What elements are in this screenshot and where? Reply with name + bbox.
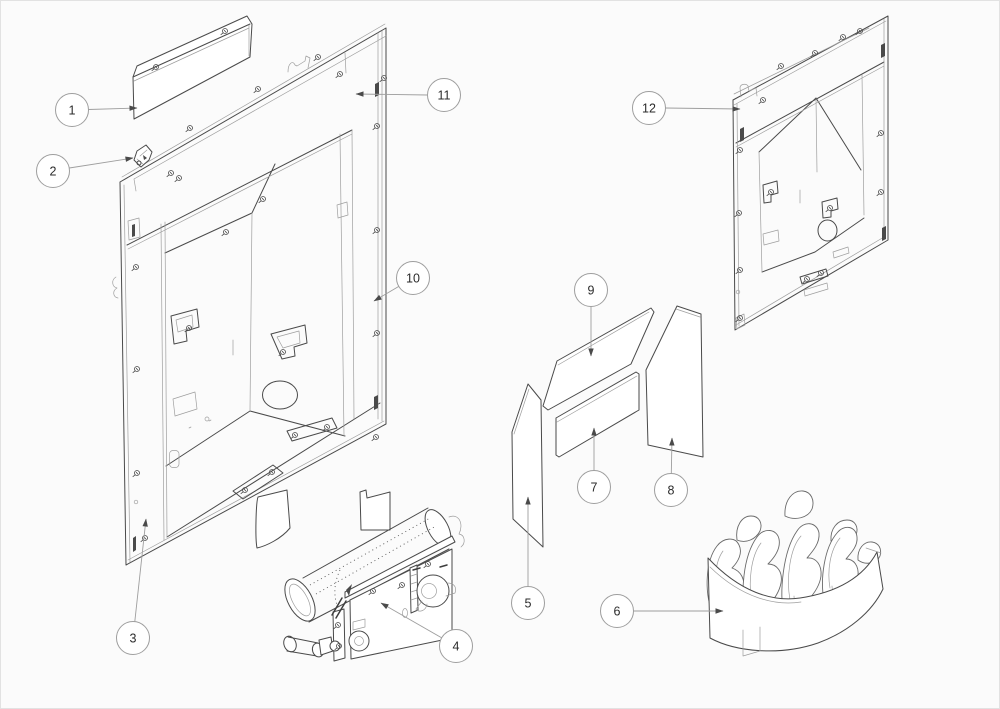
callout-number: 9 — [588, 283, 595, 297]
callout-number: 5 — [525, 596, 532, 610]
callouts: 1 2 3 4 5 6 7 — [36, 78, 741, 663]
callout-circle — [55, 93, 89, 127]
burner-assembly-drawing — [255, 489, 465, 662]
callout-number: 10 — [406, 271, 420, 285]
callout-10: 10 — [373, 261, 430, 302]
callout-number: 3 — [130, 631, 137, 645]
callout-circle — [36, 154, 70, 188]
floor-bracket-left — [232, 464, 284, 500]
corner-clip-drawing — [133, 144, 153, 168]
floor-bracket-right — [286, 417, 338, 442]
coal-base — [707, 551, 884, 652]
callout-circle — [439, 629, 473, 663]
liner-panel-upper-drawing — [542, 307, 655, 411]
callout-circle — [396, 261, 430, 295]
top-bracket-drawing — [132, 15, 253, 120]
callout-11: 11 — [355, 78, 461, 112]
callout-6: 6 — [600, 594, 724, 628]
leader-line — [69, 156, 134, 169]
callout-circle — [511, 586, 545, 620]
flue-hole — [817, 219, 838, 242]
callout-circle — [574, 273, 608, 307]
leader-line — [380, 602, 443, 639]
leader-line — [665, 106, 741, 112]
valve-knob — [348, 630, 370, 652]
callout-12: 12 — [632, 91, 741, 125]
rail-hook-slot — [287, 55, 311, 73]
front-rail — [344, 535, 456, 599]
callout-circle — [654, 473, 688, 507]
callout-number: 12 — [642, 101, 656, 115]
panel-clip-left — [170, 308, 200, 345]
screw-icons — [734, 28, 884, 323]
callout-number: 6 — [614, 604, 621, 618]
callout-8: 8 — [654, 437, 688, 507]
rear-box-drawing — [732, 15, 889, 331]
callout-circle — [600, 594, 634, 628]
panel-clip-right — [821, 197, 839, 219]
left-edge-clip — [112, 276, 119, 299]
panel-clip-left — [762, 180, 779, 204]
callout-circle — [577, 470, 611, 504]
firebox-front-frame-drawing — [112, 23, 387, 566]
callout-circle — [427, 78, 461, 112]
panel-clip-right — [270, 324, 308, 360]
callout-7: 7 — [577, 427, 611, 504]
callout-9: 9 — [574, 273, 608, 357]
leader-line — [373, 286, 400, 302]
callout-number: 11 — [438, 88, 451, 102]
callout-5: 5 — [511, 496, 545, 620]
callout-number: 2 — [50, 164, 57, 178]
liner-panel-lower-drawing — [555, 371, 640, 458]
rear-tab-left — [255, 489, 291, 549]
liner-panel-right-drawing — [645, 305, 704, 458]
callout-number: 4 — [453, 639, 460, 653]
callout-number: 1 — [69, 103, 76, 117]
coal-set-drawing — [706, 490, 884, 657]
rail-clip — [739, 83, 758, 98]
callout-4: 4 — [380, 602, 473, 663]
callout-1: 1 — [55, 93, 138, 127]
slotted-bracket — [409, 564, 419, 614]
screw-icons — [131, 54, 387, 543]
burner-tube-end — [284, 578, 316, 622]
floor-bracket — [799, 268, 829, 285]
callout-number: 7 — [591, 480, 598, 494]
vent-slot — [172, 391, 198, 417]
flue-hole — [262, 380, 298, 410]
callout-number: 8 — [668, 483, 675, 497]
callout-2: 2 — [36, 154, 134, 188]
leader-line — [355, 91, 428, 97]
leader-line — [134, 518, 148, 622]
callout-circle — [632, 91, 666, 125]
liner-panel-left-drawing — [511, 383, 544, 548]
leader-line — [669, 437, 675, 474]
control-knob — [416, 574, 450, 608]
leader-line — [88, 105, 138, 111]
callout-circle — [116, 621, 150, 655]
callout-3: 3 — [116, 518, 150, 655]
rear-tab-middle — [359, 489, 391, 531]
side-plate — [332, 608, 346, 662]
